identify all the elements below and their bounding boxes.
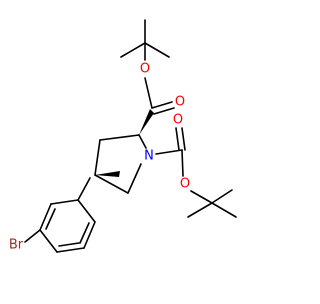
- bond-ar-2: [83, 221, 96, 249]
- bond-ester-co-2: [153, 107, 175, 115]
- bond-tbu1-methyl-left: [120, 42, 146, 58]
- bond-c-br: [24, 229, 41, 243]
- atom-br: Br: [9, 238, 24, 253]
- bond-ar-inner-3: [58, 242, 80, 247]
- bond-ester-co-1: [151, 101, 173, 109]
- background: [0, 0, 300, 300]
- wedge-c4-benzyl: [95, 171, 120, 177]
- bond-ar-3: [56, 247, 85, 253]
- bond-ar-6: [50, 199, 79, 205]
- bond-ring-n-c2: [138, 134, 147, 149]
- bond-boc-o-to-tbu: [190, 190, 213, 204]
- bond-ch2-to-ring: [77, 177, 91, 201]
- atom-o-ester-ether: O: [140, 62, 150, 77]
- atom-n-ring: N: [144, 149, 154, 164]
- molecule-diagram: O O N O O Br: [0, 0, 300, 300]
- bond-tbu2-methyl-down-left: [187, 202, 213, 218]
- bond-boc-c-o: [181, 149, 184, 177]
- atom-o-ester-carbonyl: O: [175, 95, 185, 110]
- bond-tbu2-methyl-up: [211, 189, 233, 204]
- bond-ring-c5-n: [127, 163, 142, 194]
- atom-o-boc-carbonyl: O: [173, 113, 183, 128]
- bond-tbu1-methyl-right: [144, 42, 170, 58]
- bond-ring-c3-c4: [94, 139, 101, 176]
- bond-ar-5: [39, 203, 52, 231]
- bond-ring-c4-c5: [94, 174, 129, 194]
- atom-o-boc-ether: O: [180, 177, 190, 192]
- bond-tbu2-methyl-right: [211, 202, 237, 218]
- bond-ar-4: [39, 229, 58, 253]
- bond-ring-c2-c3: [99, 134, 140, 141]
- structure-svg: O O N O O Br: [0, 0, 300, 300]
- bond-boc-co-2: [181, 127, 186, 151]
- bonds: [24, 19, 237, 253]
- wedge-c2-carboxyl: [139, 109, 154, 135]
- bond-ar-inner-1: [79, 222, 90, 244]
- bond-boc-co-1: [175, 127, 180, 151]
- bond-n-to-boc-carbonyl: [155, 149, 183, 155]
- bond-ester-oxygen-to-carbonyl: [144, 77, 153, 109]
- bond-ar-inner-2: [45, 208, 56, 230]
- bond-ar-1: [77, 199, 96, 223]
